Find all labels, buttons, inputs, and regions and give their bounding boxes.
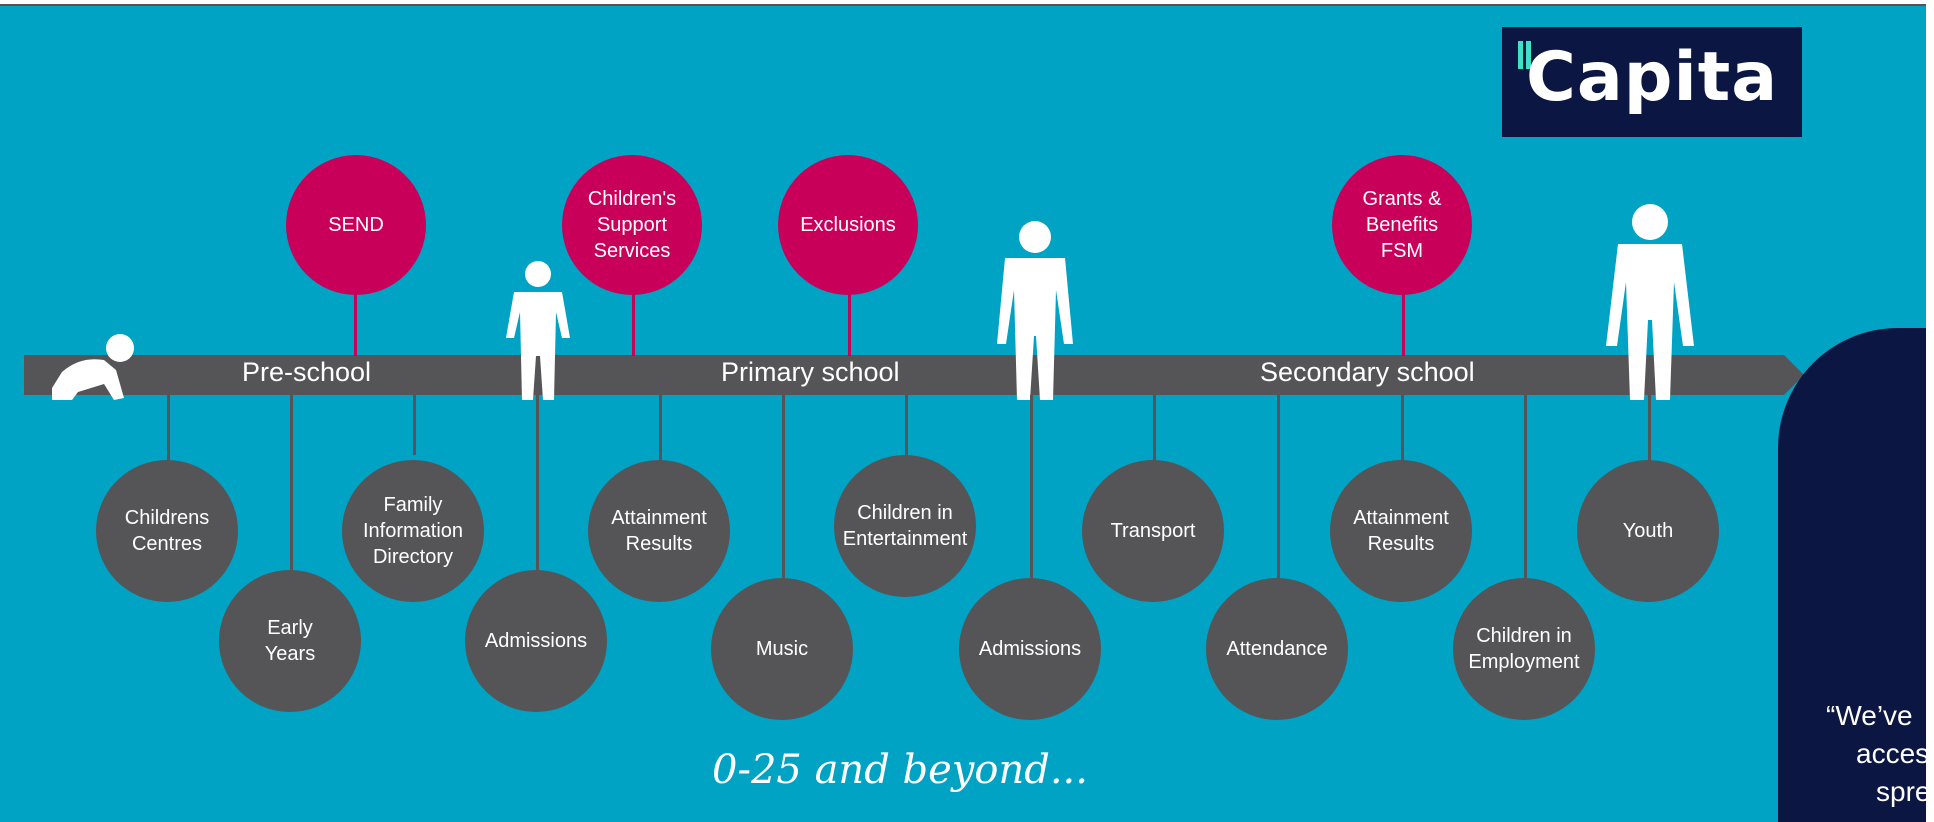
- connector-attainment-2: [1401, 395, 1404, 465]
- service-exclusions: Exclusions: [778, 155, 918, 295]
- service-grants-benefits-fsm: Grants & Benefits FSM: [1332, 155, 1472, 295]
- side-panel-quote-line: acces: [1856, 738, 1930, 769]
- right-edge: [1926, 0, 1934, 822]
- connector-entertainment: [905, 395, 908, 465]
- timeline-arrow: [24, 355, 1804, 395]
- logo-text: Capita: [1526, 38, 1779, 117]
- service-children-in-employment: Children in Employment: [1453, 578, 1595, 720]
- stage-label-secondary-school: Secondary school: [1260, 357, 1475, 387]
- connector-exclusions: [848, 280, 851, 356]
- teen-figure-icon: [997, 221, 1073, 400]
- stage-label-pre-school: Pre-school: [242, 357, 372, 387]
- service-music: Music: [711, 578, 853, 720]
- service-childrens-centres: Childrens Centres: [96, 460, 238, 602]
- connector-family-information: [413, 395, 416, 455]
- connector-youth: [1648, 395, 1651, 465]
- service-send: SEND: [286, 155, 426, 295]
- capita-logo: Capita: [1502, 27, 1802, 137]
- stage-label-primary-school: Primary school: [721, 357, 900, 387]
- service-admissions-1: Admissions: [465, 570, 607, 712]
- service-childrens-support-services: Children's Support Services: [562, 155, 702, 295]
- connector-attendance: [1277, 395, 1280, 585]
- connector-admissions-2: [1030, 395, 1033, 585]
- service-youth: Youth: [1577, 460, 1719, 602]
- logo-bars-icon: [1518, 41, 1532, 69]
- service-early-years: Early Years: [219, 570, 361, 712]
- connector-transport: [1153, 395, 1156, 465]
- service-children-in-entertainment: Children in Entertainment: [834, 455, 976, 597]
- connector-music: [782, 395, 785, 585]
- connector-employment: [1524, 395, 1527, 585]
- connector-childrens-support: [632, 280, 635, 356]
- child-figure-icon: [506, 261, 570, 400]
- connector-grants: [1402, 280, 1405, 356]
- service-attainment-results-1: Attainment Results: [588, 460, 730, 602]
- connector-early-years: [290, 395, 293, 575]
- tagline: 0-25 and beyond...: [712, 747, 1088, 793]
- adult-figure-icon: [1606, 204, 1694, 400]
- service-family-information-directory: Family Information Directory: [342, 460, 484, 602]
- side-panel-quote-line: spre: [1876, 776, 1931, 807]
- service-admissions-2: Admissions: [959, 578, 1101, 720]
- service-transport: Transport: [1082, 460, 1224, 602]
- side-panel-quote: “We’ve acces spre: [1826, 697, 1930, 811]
- side-panel: [1778, 328, 1934, 822]
- side-panel-quote-line: “We’ve: [1826, 700, 1913, 731]
- connector-admissions-1: [536, 395, 539, 575]
- service-attendance: Attendance: [1206, 578, 1348, 720]
- connector-childrens-centres: [167, 395, 170, 465]
- connector-send: [354, 280, 357, 356]
- service-attainment-results-2: Attainment Results: [1330, 460, 1472, 602]
- connector-attainment-1: [659, 395, 662, 465]
- crawling-baby-icon: [52, 334, 134, 400]
